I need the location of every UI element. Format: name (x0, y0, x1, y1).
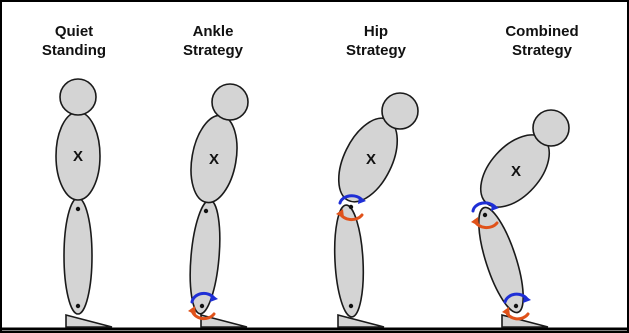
figure-combined-strategy: X (468, 110, 569, 327)
center-of-mass-label: X (366, 151, 376, 168)
leg-segment (186, 199, 224, 315)
head-segment (533, 110, 569, 146)
foot-wedge (338, 315, 384, 327)
figure-ankle-strategy: X (185, 84, 248, 327)
center-of-mass-label: X (511, 163, 521, 180)
hip-torque-arrowhead-red (471, 217, 479, 226)
figure-hip-strategy: X (327, 93, 418, 327)
foot-wedge (66, 315, 112, 327)
ankle-joint-dot (349, 304, 353, 308)
head-segment (382, 93, 418, 129)
head-segment (212, 84, 248, 120)
ankle-torque-arrowhead-blue (523, 295, 531, 303)
leg-segment (64, 198, 92, 314)
leg-segment (332, 204, 366, 317)
hip-joint-dot (349, 205, 353, 209)
ankle-torque-arrowhead-blue (210, 294, 218, 302)
ankle-joint-dot (76, 304, 80, 308)
hip-joint-dot (76, 207, 80, 211)
ankle-joint-dot (514, 304, 518, 308)
figure-quiet-standing: X (56, 79, 112, 327)
center-of-mass-label: X (209, 151, 219, 168)
center-of-mass-label: X (73, 148, 83, 165)
hip-joint-dot (204, 209, 208, 213)
hip-joint-dot (483, 213, 487, 217)
ankle-joint-dot (200, 304, 204, 308)
leg-segment (470, 203, 533, 317)
head-segment (60, 79, 96, 115)
